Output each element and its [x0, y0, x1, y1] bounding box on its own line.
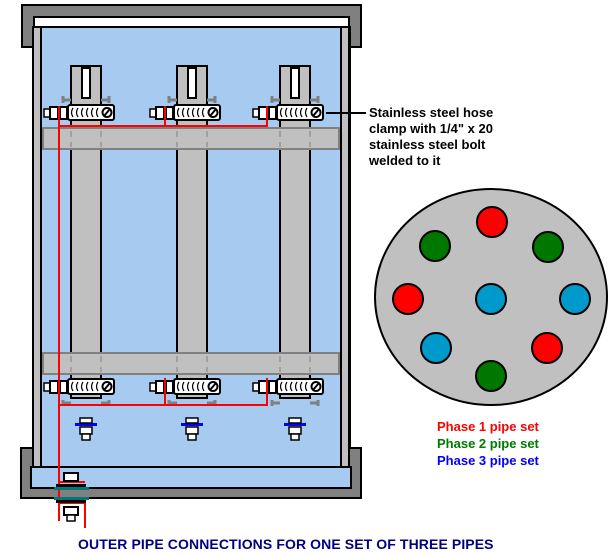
phase-3-pipe-lower-left: [420, 332, 452, 364]
hose-clamp: [43, 378, 115, 395]
hose-clamp: [149, 378, 221, 395]
phase-1-pipe-lower-right: [531, 332, 563, 364]
callout-line: Stainless steel hose: [369, 105, 494, 120]
crossbar-dashes: [70, 131, 311, 372]
legend-phase-3: Phase 3 pipe set: [437, 453, 539, 468]
pipes-group: [61, 65, 320, 441]
cross-section: [374, 188, 608, 406]
phase-legend: Phase 1 pipe set Phase 2 pipe set Phase …: [437, 418, 539, 469]
hose-clamp: [252, 378, 324, 395]
legend-phase-2: Phase 2 pipe set: [437, 436, 539, 451]
pipe-2: [167, 65, 217, 441]
clamp-callout: Stainless steel hose clamp with 1/4" x 2…: [369, 105, 569, 169]
pipe-1: [61, 65, 111, 441]
pipe-3: [270, 65, 320, 441]
phase-1-pipe-left: [392, 283, 424, 315]
blue-washer: [181, 423, 203, 426]
upper-crossbar: [42, 127, 340, 150]
phase-1-pipe-top: [476, 206, 508, 238]
phase-2-pipe-upper-left: [419, 230, 451, 262]
phase-3-pipe-center: [475, 283, 507, 315]
enclosure-base: [20, 447, 362, 499]
phase-3-pipe-right: [559, 283, 591, 315]
lower-crossbar: [42, 352, 340, 375]
diagram-caption: OUTER PIPE CONNECTIONS FOR ONE SET OF TH…: [78, 536, 494, 552]
hose-clamp: [43, 104, 115, 121]
blue-washer: [284, 423, 306, 426]
hose-clamp: [252, 104, 324, 121]
callout-line: clamp with 1/4" x 20: [369, 121, 493, 136]
phase-2-pipe-upper-right: [532, 231, 564, 263]
hose-clamp: [149, 104, 221, 121]
legend-phase-1: Phase 1 pipe set: [437, 419, 539, 434]
callout-line: welded to it: [369, 153, 441, 168]
phase-2-pipe-bottom: [475, 360, 507, 392]
callout-line: stainless steel bolt: [369, 137, 486, 152]
blue-washer: [75, 423, 97, 426]
clamps-group: [43, 104, 324, 395]
bulkhead-fitting: [54, 472, 89, 522]
